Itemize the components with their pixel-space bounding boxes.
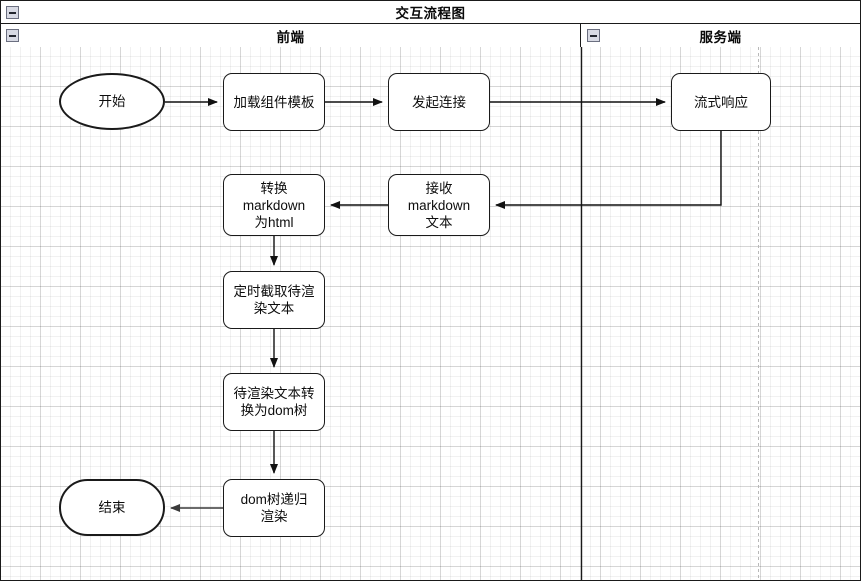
page-title: 交互流程图	[395, 6, 466, 21]
node-initiate-connection-label: 发起连接	[412, 94, 466, 110]
lane-label-frontend: 前端	[276, 29, 305, 45]
node-end-label: 结束	[98, 500, 126, 515]
node-dom-recursive-render-label: dom树递归渲染	[240, 492, 308, 524]
node-dom-recursive-render[interactable]: dom树递归渲染	[223, 479, 325, 537]
node-slice-pending-text-label: 定时截取待渲染文本	[233, 284, 315, 316]
node-initiate-connection[interactable]: 发起连接	[388, 73, 490, 131]
lane-header-frontend: 前端	[1, 24, 581, 47]
node-stream-response[interactable]: 流式响应	[671, 73, 771, 131]
node-text-to-dom[interactable]: 待渲染文本转换为dom树	[223, 373, 325, 431]
edge-stream-to-receive	[495, 131, 722, 209]
node-load-template-label: 加载组件模板	[233, 94, 315, 110]
node-stream-response-label: 流式响应	[694, 94, 748, 110]
connector-layer	[165, 47, 759, 580]
lane-header-band: 前端 服务端	[1, 24, 860, 47]
collapse-lane-server-icon[interactable]	[587, 29, 600, 42]
collapse-pool-icon[interactable]	[6, 6, 19, 19]
node-slice-pending-text[interactable]: 定时截取待渲染文本	[223, 271, 325, 329]
node-load-template[interactable]: 加载组件模板	[223, 73, 325, 131]
lane-header-server: 服务端	[581, 24, 860, 47]
node-start-label: 开始	[98, 94, 126, 109]
pool-title-band: 交互流程图	[1, 1, 860, 24]
node-start[interactable]: 开始	[59, 73, 165, 130]
collapse-lane-frontend-icon[interactable]	[6, 29, 19, 42]
node-text-to-dom-label: 待渲染文本转换为dom树	[233, 386, 315, 418]
node-end[interactable]: 结束	[59, 479, 165, 536]
lane-label-server: 服务端	[699, 29, 742, 45]
